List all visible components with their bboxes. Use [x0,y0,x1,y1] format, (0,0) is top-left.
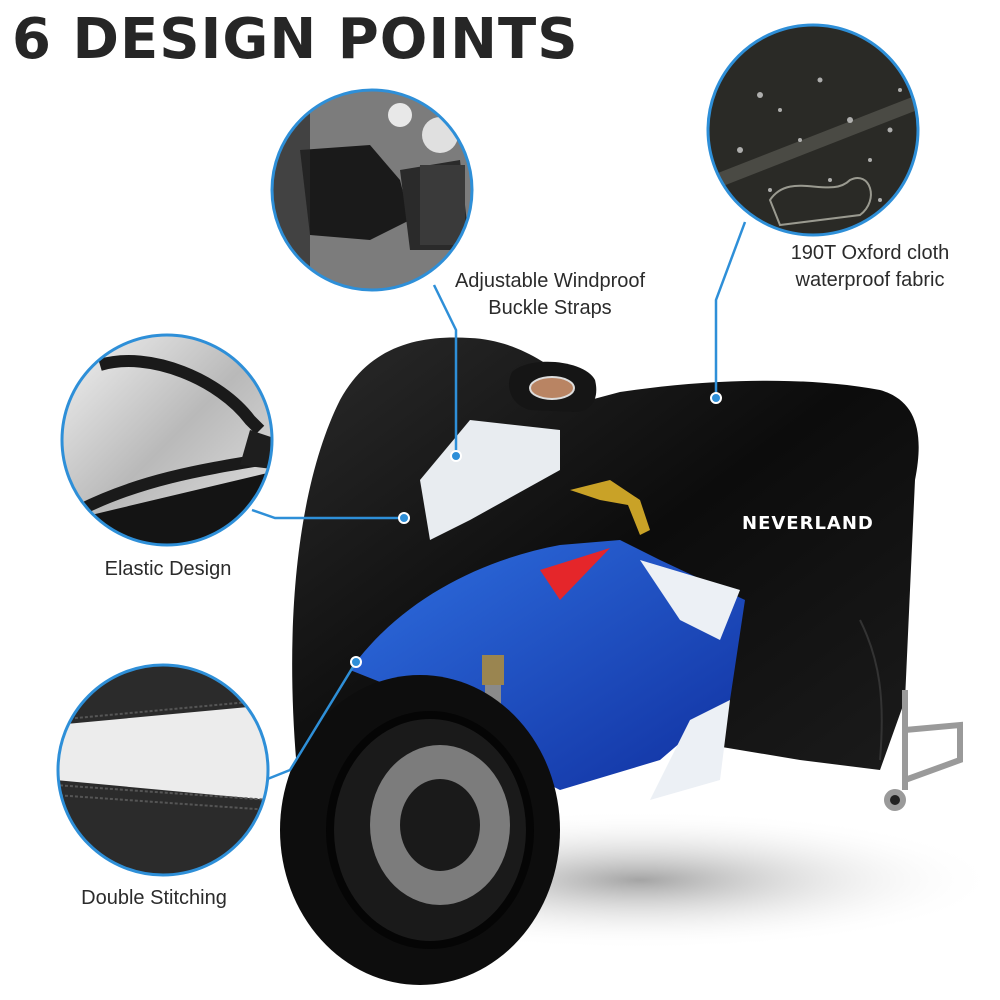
feature-label-elastic: Elastic Design [68,556,268,583]
feature-label-fabric: 190T Oxford cloth waterproof fabric [770,240,970,294]
feature-label-line1: 190T Oxford cloth [790,242,950,264]
callout-dots [350,392,722,668]
fabric-detail-circle [706,23,920,237]
feature-label-line1: Adjustable Windproof [454,270,646,292]
feature-label-line2: Buckle Straps [488,297,612,319]
feature-label-buckle: Adjustable Windproof Buckle Straps [440,268,660,322]
callout-lines [251,221,747,782]
feature-label-line2: waterproof fabric [795,269,945,291]
elastic-detail-circle [60,333,274,547]
feature-label-line1: Elastic Design [104,558,232,580]
mirror [509,361,597,412]
rear-paddock-stand [884,690,963,811]
buckle-detail-circle [270,88,474,292]
stitching-detail-circle [56,663,270,877]
front-wheel [280,675,560,985]
feature-label-stitching: Double Stitching [54,885,254,912]
page-title: 6 DESIGN POINTS [12,7,579,72]
brand-logo: NEVERLAND [742,513,874,534]
blue-fairing [350,540,745,800]
feature-label-line1: Double Stitching [81,887,227,909]
brake-lever [570,480,650,535]
